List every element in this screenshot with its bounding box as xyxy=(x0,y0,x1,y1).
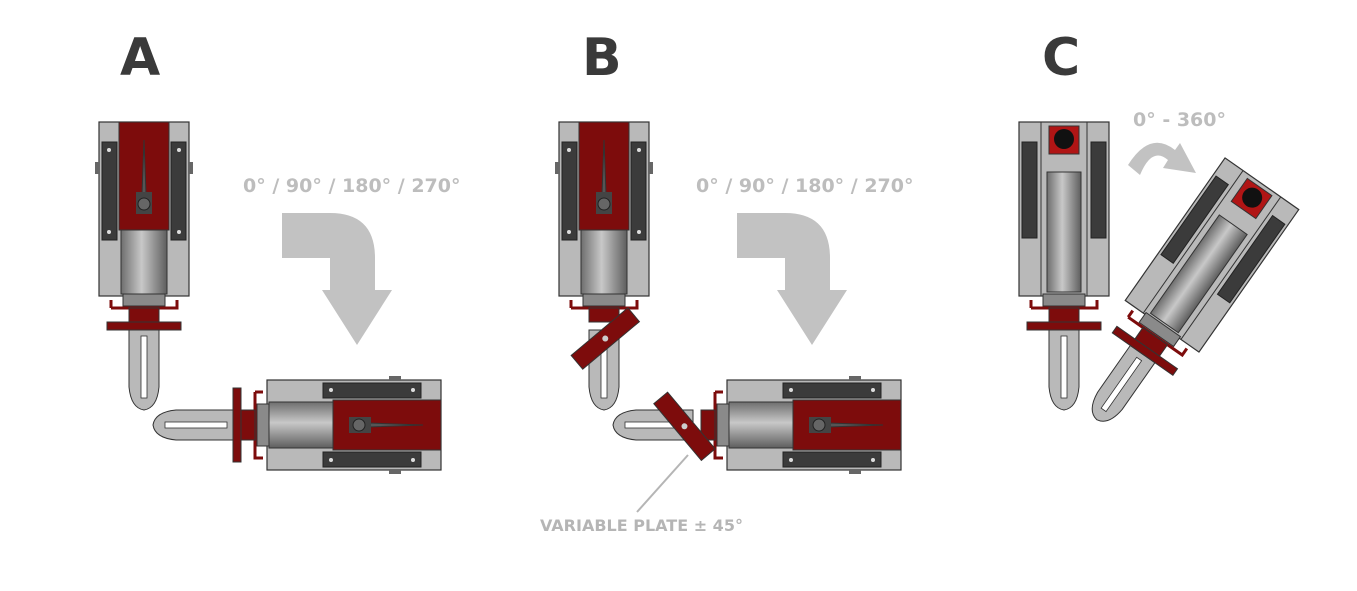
annotation-leader-line xyxy=(636,454,689,513)
panel-label-b: B xyxy=(582,28,622,88)
rotation-text-a: 0° / 90° / 180° / 270° xyxy=(243,175,461,197)
tool-a-horizontal xyxy=(153,376,441,474)
tool-b-vertical xyxy=(555,122,653,410)
annotation-variable-plate: VARIABLE PLATE ± 45° xyxy=(540,516,743,535)
tool-c-vertical xyxy=(1019,122,1109,410)
rotation-text-c: 0° - 360° xyxy=(1133,109,1226,131)
panel-label-c: C xyxy=(1042,28,1080,88)
rotation-text-b: 0° / 90° / 180° / 270° xyxy=(696,175,914,197)
rotation-arrow-b xyxy=(737,213,847,345)
panel-label-a: A xyxy=(120,28,160,88)
rotation-arrow-c xyxy=(1128,142,1196,175)
rotation-arrow-a xyxy=(282,213,392,345)
tool-a-vertical xyxy=(95,122,193,410)
tool-b-horizontal xyxy=(613,376,901,474)
